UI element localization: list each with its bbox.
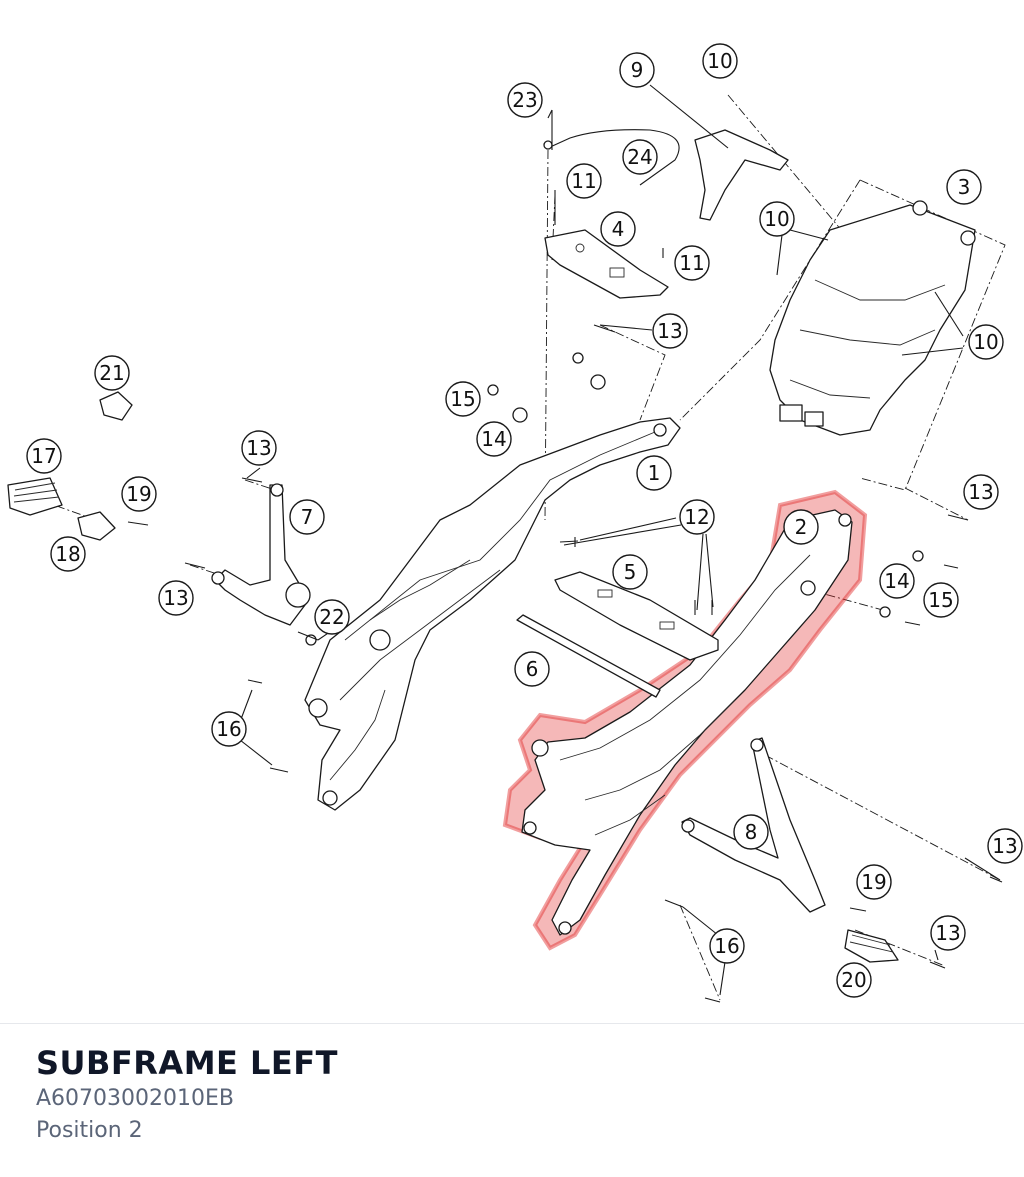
part-position: Position 2: [36, 1118, 143, 1143]
bracket-part: [554, 571, 719, 661]
footpeg-left-part: [7, 477, 63, 516]
part-number: A60703002010EB: [36, 1086, 235, 1111]
callout-18: 18: [50, 536, 86, 572]
svg-text:4: 4: [612, 217, 625, 241]
callout-13-a: 13: [241, 430, 277, 466]
callout-14-left: 14: [476, 421, 512, 457]
svg-text:16: 16: [714, 934, 739, 958]
svg-text:14: 14: [884, 569, 909, 593]
svg-text:3: 3: [958, 175, 971, 199]
callout-19-left: 19: [121, 476, 157, 512]
svg-text:1: 1: [648, 461, 661, 485]
callout-4: 4: [600, 211, 636, 247]
bolts: [127, 110, 1003, 1003]
callout-16-left: 16: [211, 711, 247, 747]
svg-text:13: 13: [163, 586, 188, 610]
rod-part: [516, 614, 661, 698]
callout-16-right: 16: [709, 928, 745, 964]
svg-text:22: 22: [319, 605, 344, 629]
callout-12: 12: [679, 499, 715, 535]
svg-text:5: 5: [624, 560, 637, 584]
callout-19-right: 19: [856, 864, 892, 900]
caption-block: SUBFRAME LEFT A60703002010EB Position 2: [36, 1043, 338, 1147]
callout-8: 8: [733, 814, 769, 850]
svg-text:14: 14: [481, 427, 506, 451]
svg-text:18: 18: [55, 542, 80, 566]
svg-text:24: 24: [627, 145, 652, 169]
callout-15-right: 15: [923, 582, 959, 618]
callout-13-e: 13: [987, 828, 1023, 864]
callout-13-b: 13: [158, 580, 194, 616]
callout-10-mid: 10: [759, 201, 795, 237]
cable-part: [543, 129, 680, 186]
svg-text:15: 15: [450, 387, 475, 411]
svg-text:19: 19: [861, 870, 886, 894]
callout-13-d: 13: [963, 474, 999, 510]
callout-11-upper: 11: [566, 163, 602, 199]
main-frame-part: [304, 417, 681, 811]
svg-text:11: 11: [679, 251, 704, 275]
callout-2: 2: [783, 509, 819, 545]
callout-23: 23: [507, 82, 543, 118]
svg-text:10: 10: [707, 49, 732, 73]
rear-box-part: [769, 200, 976, 436]
svg-text:11: 11: [571, 169, 596, 193]
callout-14-right: 14: [879, 563, 915, 599]
callout-9: 9: [619, 52, 655, 88]
caption-divider: [0, 1023, 1024, 1024]
svg-text:15: 15: [928, 588, 953, 612]
exploded-parts-diagram: 1 2 3 4 5 6 7 8 9 10 10 10 11 11 12 13 1…: [7, 43, 1023, 1003]
svg-text:13: 13: [968, 480, 993, 504]
svg-text:7: 7: [301, 505, 314, 529]
svg-text:10: 10: [973, 330, 998, 354]
callout-20: 20: [836, 962, 872, 998]
callout-24: 24: [622, 139, 658, 175]
hook-bracket-part: [694, 129, 789, 221]
callout-1: 1: [636, 455, 672, 491]
callout-13-c: 13: [652, 313, 688, 349]
callout-3: 3: [946, 169, 982, 205]
callout-21: 21: [94, 355, 130, 391]
svg-text:13: 13: [246, 436, 271, 460]
svg-text:8: 8: [745, 820, 758, 844]
svg-text:12: 12: [684, 505, 709, 529]
svg-text:13: 13: [657, 319, 682, 343]
svg-text:16: 16: [216, 717, 241, 741]
svg-text:13: 13: [935, 921, 960, 945]
svg-text:6: 6: [526, 657, 539, 681]
svg-text:13: 13: [992, 834, 1017, 858]
small-parts: [77, 352, 924, 646]
callout-22: 22: [314, 599, 350, 635]
callout-leaders: [231, 84, 1001, 996]
subframe-left-part: [521, 509, 853, 936]
callout-7: 7: [289, 499, 325, 535]
footrest-bracket-left-part: [211, 483, 311, 626]
callout-17: 17: [26, 438, 62, 474]
svg-text:20: 20: [841, 968, 866, 992]
svg-text:21: 21: [99, 361, 124, 385]
svg-text:10: 10: [764, 207, 789, 231]
svg-text:19: 19: [126, 482, 151, 506]
footrest-bracket-right-part: [681, 737, 826, 913]
callout-11-lower: 11: [674, 245, 710, 281]
part-title: SUBFRAME LEFT: [36, 1044, 338, 1082]
svg-text:9: 9: [631, 58, 644, 82]
svg-text:23: 23: [512, 88, 537, 112]
callout-10-right: 10: [968, 324, 1004, 360]
svg-text:2: 2: [795, 515, 808, 539]
plate-part: [544, 229, 669, 299]
callout-5: 5: [612, 554, 648, 590]
callout-6: 6: [514, 651, 550, 687]
callout-15-left: 15: [445, 381, 481, 417]
callout-13-f: 13: [930, 915, 966, 951]
callout-10-top: 10: [702, 43, 738, 79]
footpeg-right-part: [844, 929, 899, 963]
svg-text:17: 17: [31, 444, 56, 468]
